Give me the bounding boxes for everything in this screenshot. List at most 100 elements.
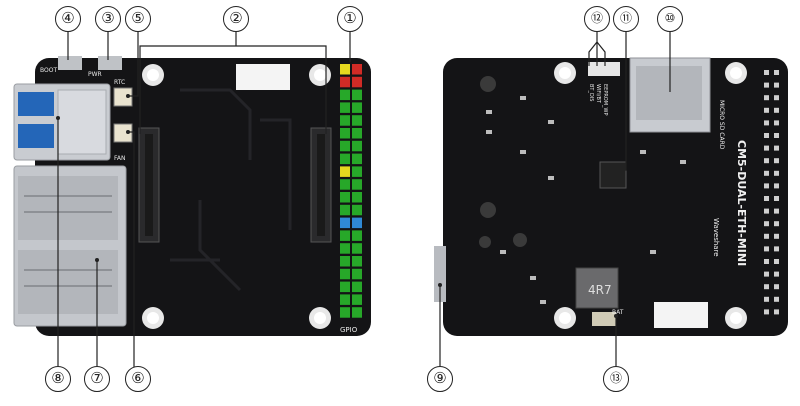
pwr-silkscreen: PWR	[88, 71, 102, 78]
rear-pin	[764, 284, 769, 290]
gpio-pin	[352, 230, 362, 241]
rear-pin	[774, 246, 779, 252]
fan-silkscreen: FAN	[114, 155, 126, 162]
rear-pin	[774, 271, 779, 277]
gpio-pin	[340, 102, 350, 113]
rear-pin	[774, 107, 779, 113]
callout-12: ⑫	[584, 6, 610, 32]
gpio-pin	[352, 204, 362, 216]
brand-name: Waveshare	[712, 218, 720, 257]
gpio-pin	[340, 281, 350, 293]
leader-dots	[56, 94, 618, 318]
gpio-pin	[352, 192, 362, 203]
rear-pin	[764, 183, 769, 189]
usb3-port	[13, 83, 111, 161]
gpio-pin	[352, 281, 362, 293]
rear-pin	[774, 296, 779, 302]
gpio-pin	[340, 153, 350, 165]
boot-pwr-buttons	[58, 56, 122, 70]
gpio-pin	[352, 256, 362, 267]
rear-pin	[774, 183, 779, 189]
gpio-pin	[340, 243, 350, 254]
gpio-pin	[340, 268, 350, 280]
bat-silkscreen: BAT	[612, 309, 624, 316]
rear-pin	[774, 208, 779, 214]
gpio-pin	[352, 64, 362, 75]
gpio-pin	[352, 153, 362, 165]
switch-label-2: BT_DIS	[588, 84, 594, 101]
rear-pin	[764, 145, 769, 151]
gpio-pin	[340, 140, 350, 152]
gpio-pin	[352, 102, 362, 113]
pcb-traces	[170, 88, 292, 292]
rear-pin	[774, 133, 779, 138]
callout-6: ⑥	[125, 366, 151, 392]
rear-pin	[764, 82, 769, 88]
inductor-marking: 4R7	[588, 283, 612, 297]
rear-pin	[764, 296, 769, 302]
fan-rtc-connectors	[113, 87, 133, 143]
cm5-connectors	[138, 127, 332, 243]
callout-4: ④	[55, 6, 81, 32]
gpio-pin	[340, 294, 350, 305]
gpio-pin	[340, 217, 350, 229]
product-name: CM5-DUAL-ETH-MINI	[735, 140, 748, 266]
rear-pin	[764, 271, 769, 277]
side-connector	[434, 246, 446, 302]
gpio-pin	[340, 307, 350, 318]
callout-9: ⑨	[427, 366, 453, 392]
sd-card-silkscreen: MICRO SD CARD	[718, 100, 725, 150]
gpio-pin	[340, 115, 350, 126]
gpio-header	[340, 64, 362, 318]
rear-pin	[764, 246, 769, 252]
rear-pin	[764, 158, 769, 164]
gpio-pin	[352, 179, 362, 190]
gpio-pin	[340, 166, 350, 177]
callout-11: ⑪	[613, 6, 639, 32]
rear-pin	[764, 170, 769, 176]
gpio-pin	[352, 140, 362, 152]
gpio-pin	[352, 217, 362, 229]
rear-pin	[774, 95, 779, 101]
rear-pin	[774, 170, 779, 176]
rear-pin	[764, 208, 769, 214]
callout-7: ⑦	[84, 366, 110, 392]
smd-components	[486, 96, 686, 304]
callout-13: ⑬	[603, 366, 629, 392]
callout-2: ②	[223, 6, 249, 32]
power-inductor	[575, 267, 619, 309]
rear-pin	[764, 309, 769, 315]
rtc-silkscreen: RTC	[114, 79, 125, 86]
rear-pin	[774, 145, 779, 151]
gpio-silkscreen: GPIO	[340, 326, 358, 334]
switch-label-0: EEPROM_WP	[602, 84, 608, 116]
gpio-pin	[340, 192, 350, 203]
rear-pin	[764, 196, 769, 201]
gpio-pin	[340, 89, 350, 101]
right-label-sticker	[654, 302, 708, 328]
rear-pin	[774, 196, 779, 201]
right-mount-holes	[554, 62, 747, 329]
rear-pin	[764, 233, 769, 239]
switch-label-1: WIFI/BT	[595, 84, 601, 104]
gpio-pin	[352, 294, 362, 305]
rear-pin	[764, 107, 769, 113]
rear-pin	[764, 120, 769, 126]
gpio-pin	[340, 64, 350, 75]
rear-pin	[774, 259, 779, 264]
rear-pin	[764, 259, 769, 264]
rear-pin	[774, 70, 779, 75]
gpio-pin	[352, 268, 362, 280]
right-board-bottom-view: 4R7 CM5-DUAL-ETH-MINI Waveshare MICRO SD…	[434, 57, 788, 336]
gpio-pin	[352, 243, 362, 254]
gpio-pin	[340, 179, 350, 190]
gpio-pin	[352, 115, 362, 126]
gpio-pin	[352, 89, 362, 101]
boot-silkscreen: BOOT	[40, 67, 57, 74]
rear-pin	[764, 221, 769, 227]
left-label-sticker	[236, 64, 290, 90]
gpio-pin	[352, 307, 362, 318]
callout-5: ⑤	[125, 6, 151, 32]
